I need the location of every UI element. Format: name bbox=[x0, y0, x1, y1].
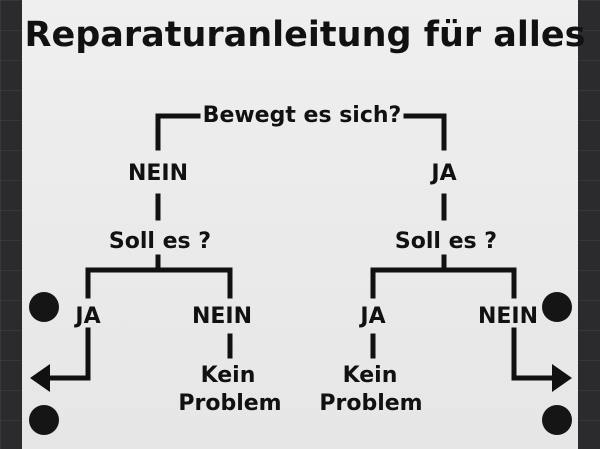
answer-ja-right: JA bbox=[429, 161, 456, 186]
arrow-left-icon bbox=[30, 364, 50, 392]
question-soll-left: Soll es ? bbox=[109, 229, 211, 254]
dot-icon bbox=[542, 292, 572, 322]
page-title: Reparaturanleitung für alles bbox=[25, 15, 586, 55]
answer-ja-lower-right: JA bbox=[358, 304, 385, 329]
answer-nein-left: NEIN bbox=[128, 161, 188, 186]
arrow-right-icon bbox=[552, 364, 572, 392]
dot-icon bbox=[29, 292, 59, 322]
question-soll-right: Soll es ? bbox=[395, 229, 497, 254]
answer-ja-lower-left: JA bbox=[73, 304, 100, 329]
flowchart-card bbox=[22, 0, 578, 449]
connector-lines bbox=[45, 113, 557, 381]
outcome-kein-right-line2: Problem bbox=[319, 391, 422, 416]
outcome-kein-right-line1: Kein bbox=[343, 363, 398, 388]
answer-nein-lower-right: NEIN bbox=[478, 304, 538, 329]
dot-icon bbox=[29, 405, 59, 435]
outcome-kein-left-line1: Kein bbox=[201, 363, 256, 388]
dot-icon bbox=[542, 405, 572, 435]
outcome-kein-left-line2: Problem bbox=[178, 391, 281, 416]
answer-nein-lower-left: NEIN bbox=[192, 304, 252, 329]
question-root: Bewegt es sich? bbox=[203, 103, 402, 128]
